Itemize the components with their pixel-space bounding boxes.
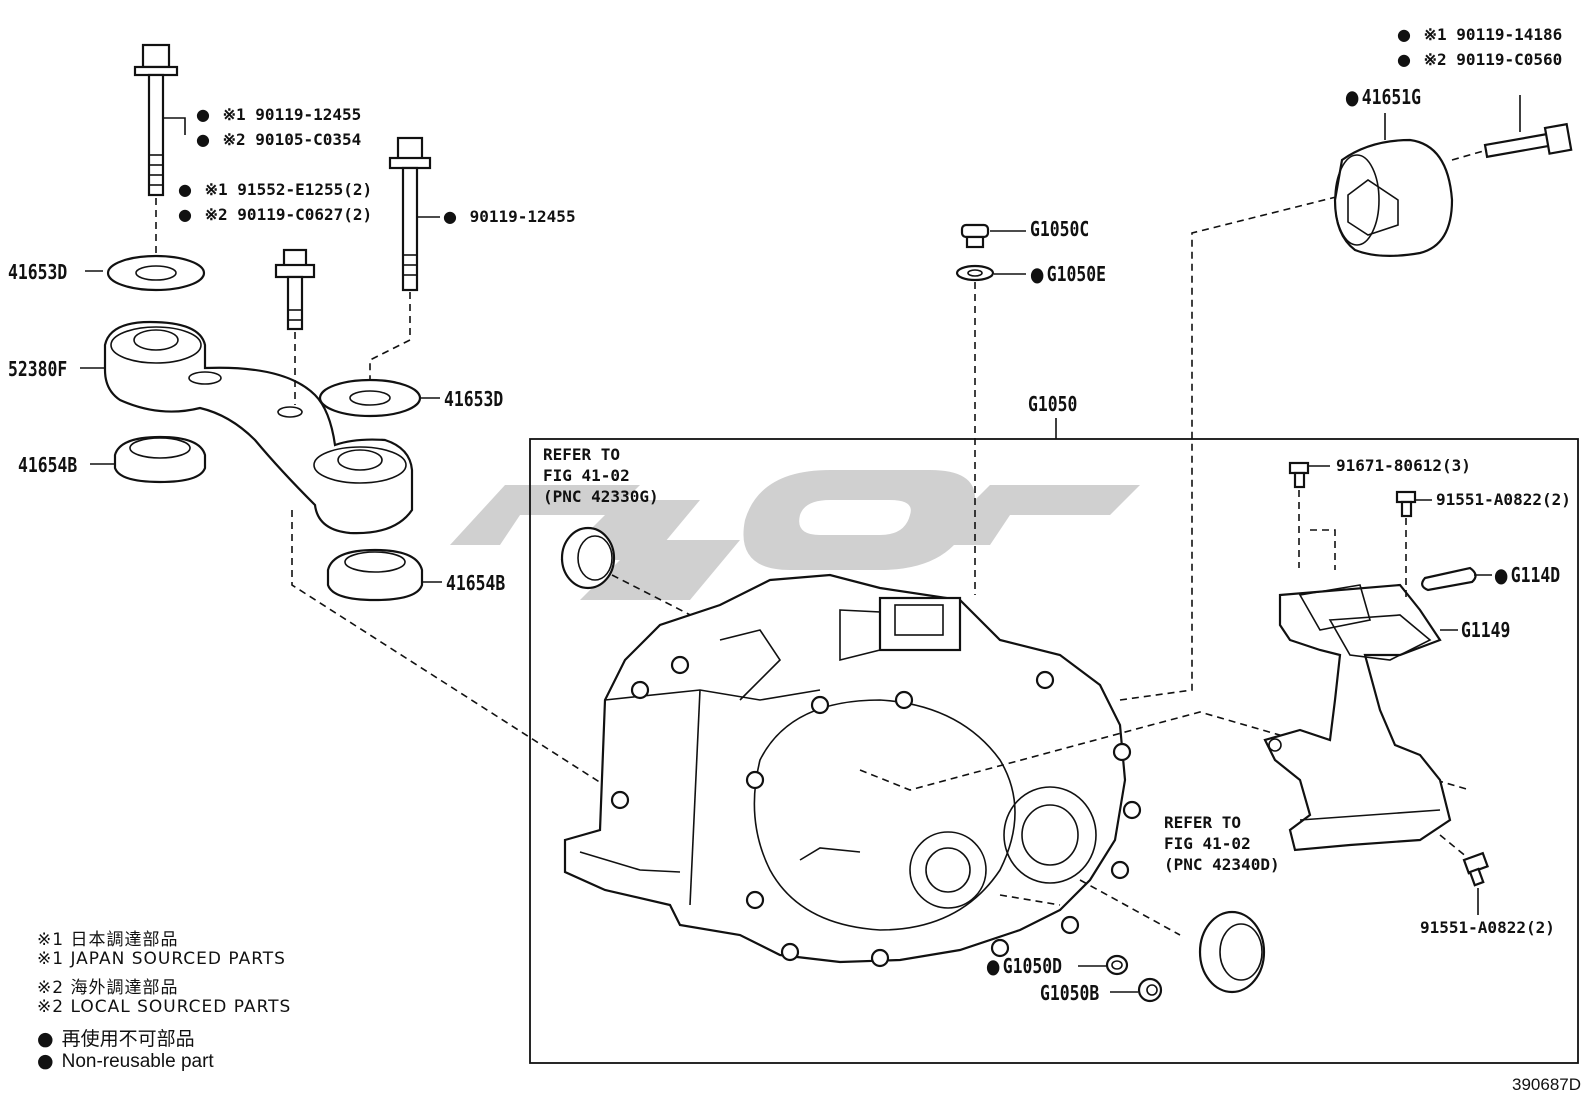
washer-G1050E	[955, 264, 995, 282]
label-90119-C0560-local: ※2 90119-C0560	[1397, 50, 1563, 69]
long-bolt-top-left	[133, 43, 179, 197]
oil-seal-42340D	[1198, 910, 1266, 994]
label-90119-14186-jp: ※1 90119-14186	[1397, 25, 1563, 44]
label-41654B-mid: 41654B	[446, 571, 506, 595]
mount-bolt-right	[1483, 122, 1573, 159]
bolt-90119-mid-text: 90119-12455	[469, 207, 576, 226]
label-91671-80612: 91671-80612(3)	[1336, 456, 1471, 475]
bullet-icon: ●	[37, 1050, 54, 1072]
p41651g-text: 41651G	[1361, 85, 1422, 109]
tr-2-prefix: ※2	[1423, 50, 1447, 69]
oil-seal-42330G	[560, 526, 616, 590]
label-91551-A0822-top: 91551-A0822(2)	[1436, 490, 1571, 509]
label-41651G: 41651G	[1345, 87, 1421, 107]
legend-3-jp: ● 再使用不可部品	[37, 1024, 195, 1051]
long-bolt-mid	[388, 136, 432, 292]
label-90105-C0354-local: ※2 90105-C0354	[196, 130, 362, 149]
ref2-line1: REFER TO	[1164, 813, 1242, 832]
label-90119-C0627-local: ※2 90119-C0627(2)	[178, 205, 373, 224]
mount-insulator-41651G	[1333, 138, 1454, 257]
gasket-G114D	[1421, 566, 1477, 592]
label-91552-E1255-jp: ※1 91552-E1255(2)	[178, 180, 373, 199]
label-G114D: G114D	[1494, 565, 1560, 585]
legend-3-jp-text: 再使用不可部品	[61, 1029, 195, 1050]
figure-id: 390687D	[1512, 1075, 1582, 1094]
g1050e-text: G1050E	[1046, 262, 1107, 286]
washer-41653D-top	[106, 254, 206, 292]
tl-2-part: 90105-C0354	[255, 130, 362, 149]
legend-3-en: ● Non-reusable part	[37, 1050, 214, 1073]
label-G1050B: G1050B	[1040, 981, 1100, 1005]
torque-rod-52380F	[103, 320, 414, 535]
cushion-41654B-mid	[326, 548, 424, 602]
tr-1-prefix: ※1	[1423, 25, 1447, 44]
short-bolt-center	[274, 248, 316, 331]
label-G1050C: G1050C	[1030, 217, 1090, 241]
label-G1050E: G1050E	[1030, 264, 1106, 284]
legend-2-jp: ※2 海外調達部品	[37, 978, 179, 998]
ref1-line3: (PNC 42330G)	[543, 487, 659, 506]
label-90119-12455-jp: ※1 90119-12455	[196, 105, 362, 124]
tr-2-part: 90119-C0560	[1456, 50, 1563, 69]
ref1-line2: FIG 41-02	[543, 466, 630, 485]
tl-4-part: 90119-C0627(2)	[237, 205, 373, 224]
ref2-line3: (PNC 42340D)	[1164, 855, 1280, 874]
tl-3-prefix: ※1	[204, 180, 228, 199]
bullet-icon: ●	[37, 1028, 54, 1050]
refer-note-42340D: REFER TO FIG 41-02 (PNC 42340D)	[1164, 812, 1280, 875]
legend-1-jp: ※1 日本調達部品	[37, 930, 179, 950]
plug-G1050C	[960, 223, 990, 249]
label-41654B-left: 41654B	[18, 453, 78, 477]
refer-note-42330G: REFER TO FIG 41-02 (PNC 42330G)	[543, 444, 659, 507]
bracket-G1149	[1263, 583, 1452, 852]
tl-2-prefix: ※2	[222, 130, 246, 149]
legend-2-en: ※2 LOCAL SOURCED PARTS	[37, 997, 292, 1017]
label-91551-A0822-bottom: 91551-A0822(2)	[1420, 918, 1555, 937]
legend-3-en-text: Non-reusable part	[61, 1051, 214, 1072]
label-52380F: 52380F	[8, 357, 68, 381]
tl-1-part: 90119-12455	[255, 105, 362, 124]
transaxle-housing	[563, 573, 1142, 968]
legend-1-en: ※1 JAPAN SOURCED PARTS	[37, 949, 286, 969]
label-G1149: G1149	[1461, 618, 1511, 642]
bolt-91551-bottom	[1462, 851, 1489, 887]
washer-41653D-mid	[318, 378, 422, 418]
ref2-line2: FIG 41-02	[1164, 834, 1251, 853]
tl-4-prefix: ※2	[204, 205, 228, 224]
label-90119-12455-mid: 90119-12455	[443, 209, 576, 225]
tl-1-prefix: ※1	[222, 105, 246, 124]
tr-1-part: 90119-14186	[1456, 25, 1563, 44]
g1050-frame	[529, 438, 1579, 1064]
g114d-text: G114D	[1510, 563, 1561, 587]
bolt-91551-top	[1395, 490, 1417, 518]
g1050d-text: G1050D	[1002, 954, 1063, 978]
ref1-line1: REFER TO	[543, 445, 621, 464]
label-G1050: G1050	[1028, 392, 1078, 416]
cushion-41654B-left	[113, 435, 207, 484]
plug-G1050B	[1137, 977, 1163, 1003]
tl-3-part: 91552-E1255(2)	[237, 180, 373, 199]
label-G1050D: G1050D	[986, 956, 1062, 976]
label-41653D-mid: 41653D	[444, 387, 504, 411]
o-ring-G1050D	[1105, 954, 1129, 976]
label-41653D-top: 41653D	[8, 260, 68, 284]
bolt-91671	[1288, 461, 1310, 489]
